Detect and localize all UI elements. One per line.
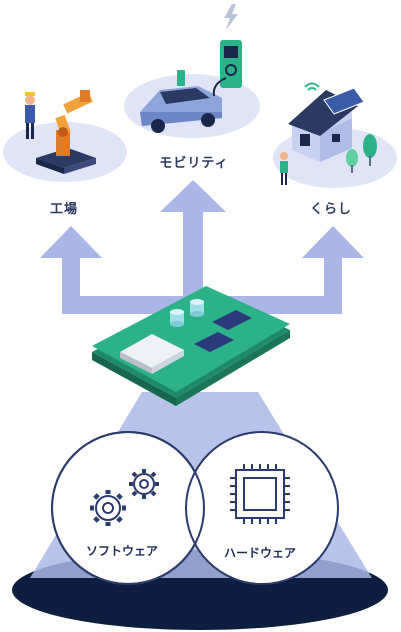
- capacitor: [170, 309, 184, 327]
- arrow-center: [183, 210, 203, 300]
- processor-chip: [120, 334, 184, 368]
- software-label: ソフトウェア: [85, 544, 158, 558]
- mobility-label: モビリティ: [159, 156, 229, 171]
- upward-arrows: [40, 180, 364, 314]
- solar-panel-icon: [323, 87, 365, 115]
- tree-icon: [346, 134, 377, 173]
- capacitor: [190, 299, 204, 317]
- lightning-icon: [224, 4, 238, 30]
- worker-icon: [25, 92, 35, 139]
- memory-chip: [194, 332, 234, 352]
- living-label: くらし: [309, 202, 352, 217]
- robot-arm-icon: [36, 90, 96, 174]
- chip-icon: [230, 464, 290, 524]
- hardware-label: ハードウェア: [223, 546, 296, 560]
- gear-icon: [129, 469, 159, 499]
- car-icon: [140, 86, 222, 133]
- memory-chip: [212, 310, 252, 330]
- charger-icon: [212, 40, 242, 97]
- battery-icon: [177, 70, 185, 86]
- arrow-left: [62, 256, 80, 314]
- arrow-right: [324, 256, 342, 314]
- hardware-circle: [185, 431, 339, 585]
- gear-icon: [90, 490, 126, 526]
- person-icon: [280, 152, 288, 185]
- factory-label: 工場: [49, 202, 78, 217]
- pcb-board: [92, 286, 290, 406]
- wifi-icon: [304, 82, 320, 91]
